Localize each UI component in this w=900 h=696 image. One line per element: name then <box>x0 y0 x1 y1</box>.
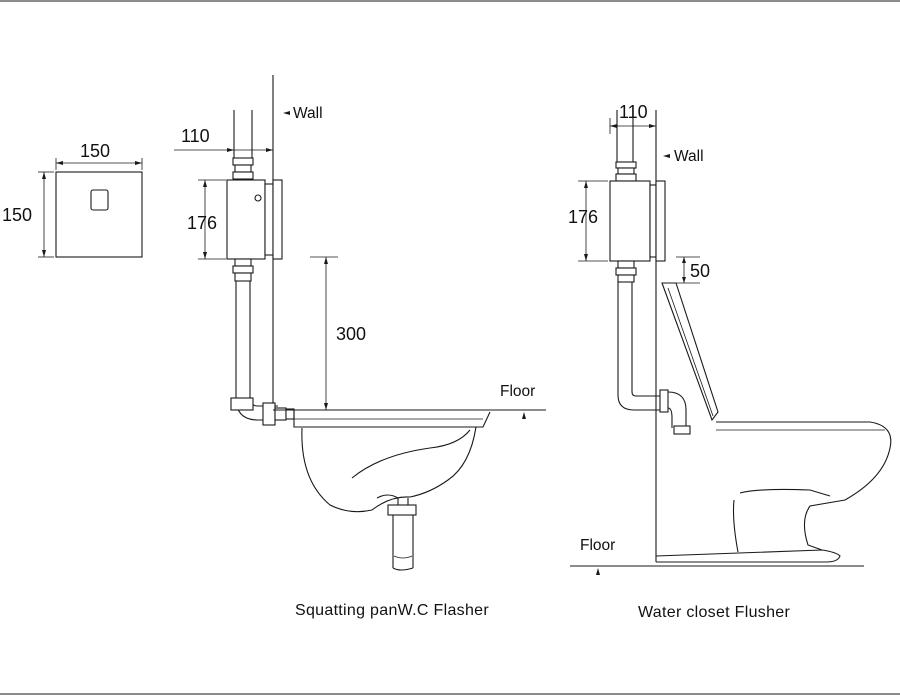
left-drain-pipe <box>392 515 414 568</box>
panel-width-label: 150 <box>80 141 110 161</box>
panel-outline <box>55 171 143 258</box>
squatting-pan-view: Wall 110 176 <box>174 75 546 571</box>
right-floor-label: Floor <box>580 537 615 554</box>
toilet-lid <box>661 282 719 422</box>
sensor-window <box>90 189 109 211</box>
toilet-bowl <box>716 421 892 551</box>
left-flusher-body <box>226 179 266 260</box>
right-gap-label: 50 <box>690 261 710 281</box>
left-wall-label: Wall <box>293 105 323 122</box>
left-caption: Squatting panW.C Flasher <box>295 602 489 619</box>
right-cover-plate <box>655 180 666 262</box>
panel-height-label: 150 <box>2 205 32 225</box>
right-flush-pipe <box>617 282 662 411</box>
right-height-label: 176 <box>568 207 598 227</box>
left-width-label: 110 <box>181 126 210 146</box>
right-width-label: 110 <box>619 102 648 122</box>
left-drop-label: 300 <box>336 324 366 344</box>
water-closet-view: Wall 110 176 50 <box>568 102 892 575</box>
left-height-label: 176 <box>187 213 217 233</box>
left-cover-plate <box>272 179 283 260</box>
toilet-base <box>655 549 841 563</box>
right-caption: Water closet Flusher <box>638 604 790 621</box>
left-floor-label: Floor <box>500 383 535 400</box>
right-flusher-body <box>609 180 651 262</box>
front-panel-view: 150 150 <box>2 141 143 258</box>
right-wall-label: Wall <box>674 148 704 165</box>
squat-pan-bowl <box>301 426 477 513</box>
